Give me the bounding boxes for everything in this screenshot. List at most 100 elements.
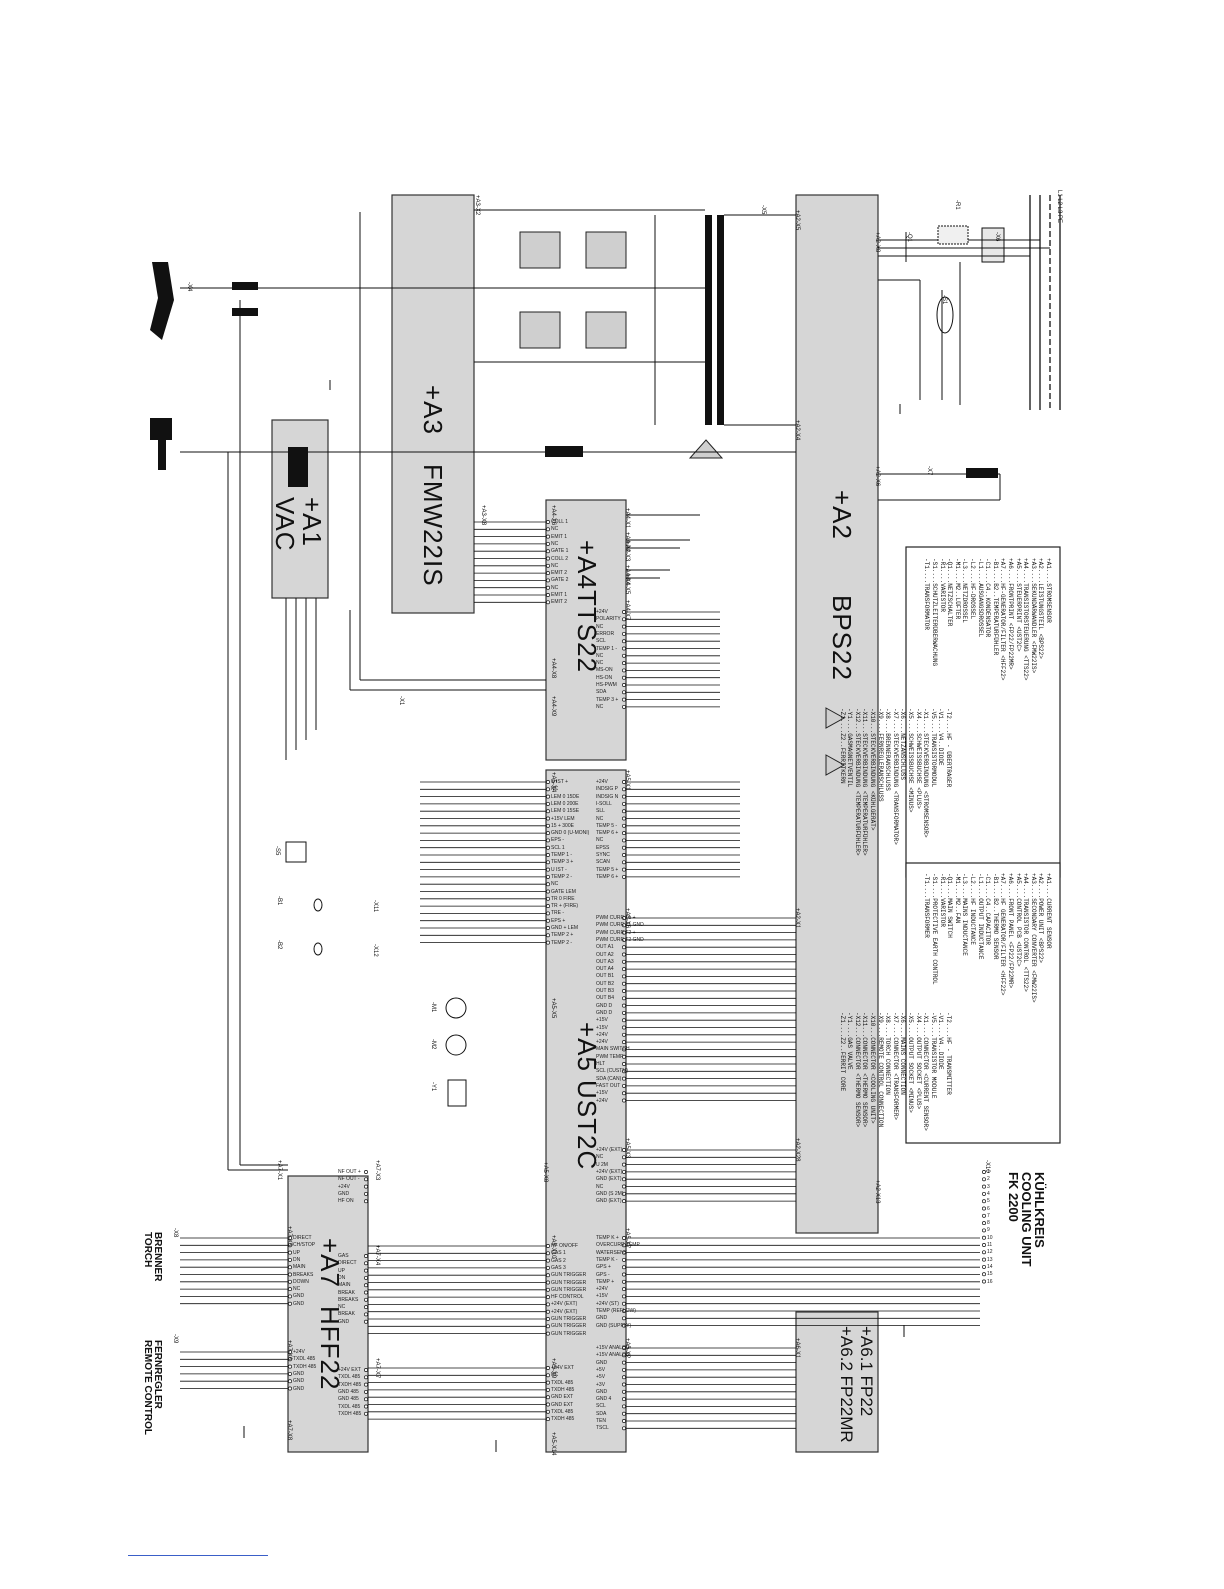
pin-terminal (622, 974, 626, 979)
pin-label: TEMP 2 + (551, 932, 574, 939)
pin-terminal (622, 981, 626, 986)
pin-label: ERROR (596, 630, 615, 637)
pin-terminal (546, 578, 550, 583)
pin-label: NC (596, 623, 604, 630)
wires (180, 209, 1001, 1171)
pin-terminal (622, 1054, 626, 1059)
conn-a4x1: +A4-X1 (624, 508, 630, 529)
pin-terminal (546, 780, 550, 784)
pin-label: +24V (EXT) (596, 1147, 623, 1153)
pin-label: TXDL 485 (551, 1408, 574, 1415)
pin-label: DN (338, 1274, 346, 1281)
pin-label: TEMP 3 + (551, 859, 574, 866)
pin-label: HF CONTROL (551, 1294, 584, 1301)
warning-icon (688, 439, 846, 776)
legend-entry: -S1....PROTECTIVE EARTH CONTROL (931, 873, 939, 985)
legend-entry: -X1....STECKVERBINDUNG <STROMSENSOR> (922, 708, 930, 838)
pin-terminal (622, 1272, 626, 1277)
pin-label: 6 (987, 1205, 990, 1212)
torch-socket-icon (150, 262, 174, 470)
pin-label: PWM CURR T2 + (596, 929, 636, 936)
pin-terminal (364, 1404, 368, 1409)
pin-terminal (546, 571, 550, 576)
legend-entry: +A6....FRONTPRINT <FP22/FP22MR> (1007, 558, 1015, 670)
pin-terminal (622, 1353, 626, 1358)
pin-terminal (546, 816, 550, 821)
conn-a2x4: +A2-X4 (794, 420, 800, 441)
pin-label: PWM CURR T2 GND (596, 936, 644, 943)
pin-terminal (288, 1272, 292, 1277)
pin-terminal (288, 1301, 292, 1306)
conn-a7x6: +A7-X6 (286, 1340, 292, 1361)
pin-label: OUT A2 (596, 951, 614, 958)
conn-a7x4: +A7-X4 (374, 1245, 380, 1266)
pin-terminal (982, 1206, 986, 1211)
pin-terminal (288, 1350, 292, 1354)
pin-terminal (546, 556, 550, 561)
pin-label: BREAK (338, 1289, 355, 1296)
pin-label: GUN TRIGGER (551, 1323, 587, 1330)
pin-label: TEMP 1 - (596, 645, 618, 652)
pin-terminal (364, 1397, 368, 1402)
pin-terminal (364, 1268, 368, 1273)
pin-terminal (288, 1243, 292, 1248)
legend-entry: -M1....M2..LÜFTER (953, 558, 961, 620)
pin-label: GND 4 (596, 1396, 612, 1403)
pin-label: SCL 1 (551, 844, 565, 851)
legend-entry: -Y1....GAS VALVE (846, 1012, 854, 1070)
pin-terminal (546, 838, 550, 843)
pin-label: SCL (596, 1403, 606, 1410)
module-a1-name: +A1 (297, 497, 327, 547)
pin-label: WATERSENS (596, 1249, 628, 1256)
pin-terminal (622, 1062, 626, 1066)
pin-label: +24V (596, 1039, 608, 1046)
conn-b2: -B2 (276, 940, 282, 950)
pin-terminal (622, 1265, 626, 1270)
pin-terminal (546, 860, 550, 865)
pin-terminal (622, 1346, 626, 1350)
legend-entry: -X11...STECKVERBINDUNG <TEMPERATURFÜHLER… (861, 708, 869, 856)
pin-terminal (982, 1279, 986, 1284)
module-a4-name: +A4 (572, 540, 602, 590)
pin-terminal (622, 853, 626, 857)
pin-terminal (622, 1148, 626, 1152)
legend-entry: -X4....SCHWEISSBUCHSE <PLUS> (914, 708, 922, 809)
pin-label: HF ON/OFF (551, 1243, 578, 1249)
pin-terminal (982, 1170, 986, 1174)
legend-entry: +A4....TRANSISTORSTEUERUNG <TTS22> (1022, 558, 1030, 681)
pin-terminal (622, 930, 626, 935)
pin-terminal (546, 1309, 550, 1314)
pin-terminal (622, 1236, 626, 1240)
pin-label: GND D (596, 1002, 613, 1009)
pin-label: GAS 1 (551, 1250, 566, 1257)
pin-label: GUN TRIGGER (551, 1286, 587, 1293)
pin-label: +24V (596, 609, 608, 615)
legend-entry: +A3....SEKUNDÄRWANDLER <FMW22IS> (1029, 558, 1037, 674)
pin-label: SDA (596, 1410, 607, 1417)
pin-label: NC (596, 1183, 604, 1190)
pin-label: GND (EXT) (596, 1198, 622, 1205)
pin-label: NC (596, 652, 604, 659)
pin-label: +24V (293, 1349, 305, 1355)
pin-terminal (546, 940, 550, 945)
pin-label: NC (596, 815, 604, 822)
pin-terminal (546, 1324, 550, 1329)
legend-entry: +A3....SECONDARY CONVERTER <FMW22IS> (1029, 873, 1037, 1003)
pin-label: +24V EXT (551, 1365, 574, 1371)
pin-label: +15V (596, 1017, 608, 1024)
pin-label: GUN TRIGGER (551, 1279, 587, 1286)
pin-terminal (288, 1265, 292, 1270)
pin-label: 16 (987, 1278, 993, 1285)
pin-label: OUT B3 (596, 988, 614, 994)
pin-label: GPS + (596, 1264, 611, 1271)
pin-terminal (622, 1389, 626, 1394)
pin-terminal (622, 1098, 626, 1103)
pin-terminal (364, 1199, 368, 1204)
pin-label: 5 (987, 1198, 990, 1205)
pin-label: LEM 0 15SE (551, 808, 580, 815)
pin-terminal (546, 1258, 550, 1263)
pin-label: +24V (EXT) (551, 1301, 578, 1308)
pin-terminal (364, 1275, 368, 1280)
module-a3-name: +A3 (418, 385, 448, 435)
a5-signal-lines (180, 781, 980, 1429)
